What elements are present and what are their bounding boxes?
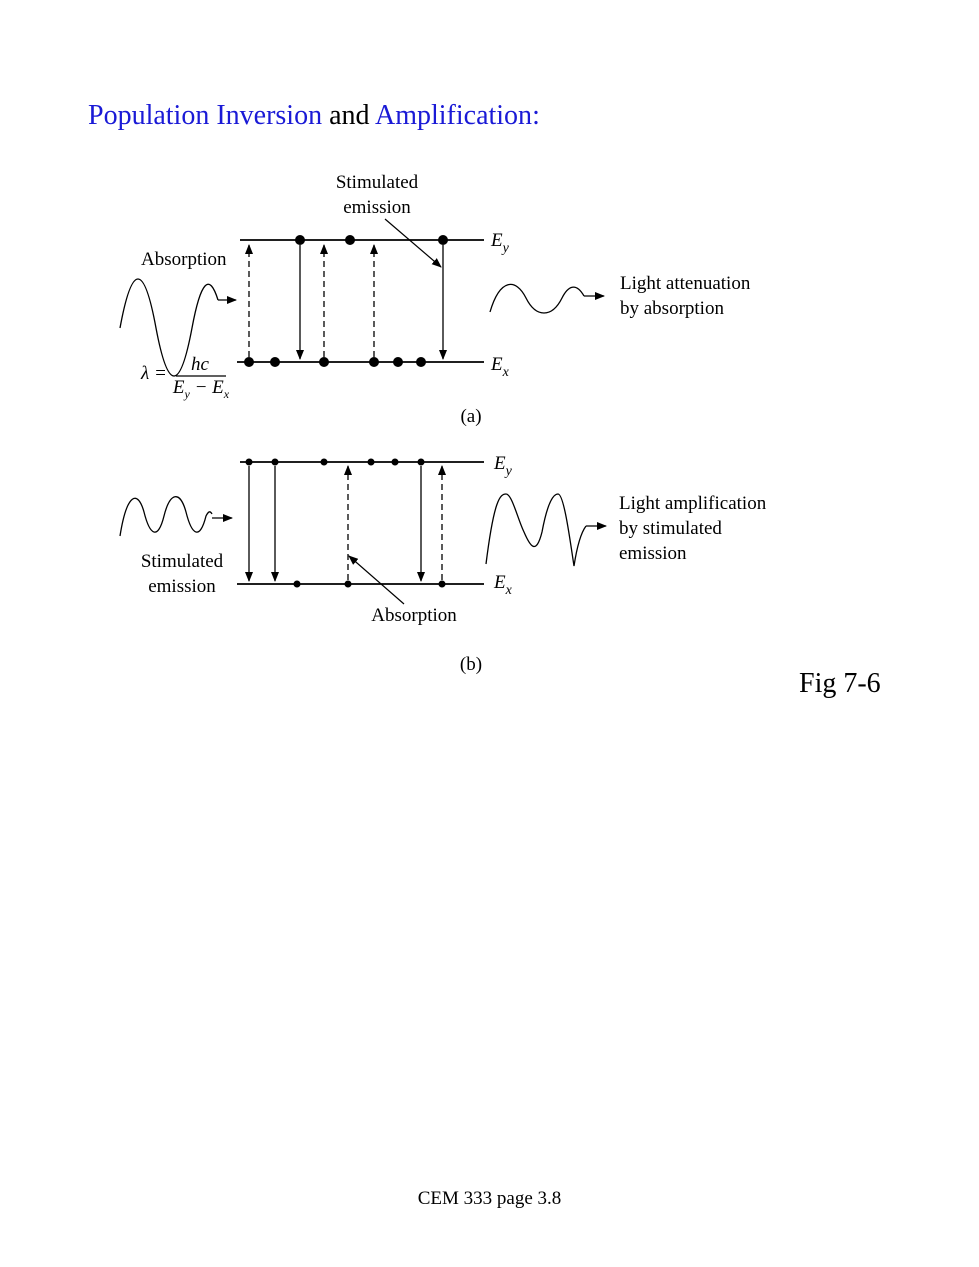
b-upper-level-label: Ey	[493, 453, 513, 479]
a-caption: (a)	[460, 406, 481, 427]
page-footer: CEM 333 page 3.8	[417, 1188, 562, 1209]
a-lower-electron	[270, 357, 280, 367]
energy-level-diagram: Stimulated emission Ey Ex Absorption λ =	[119, 172, 767, 675]
b-stimulated-label-line1: Stimulated	[141, 551, 224, 572]
b-lower-electron	[438, 580, 446, 588]
b-stimulated-label-line2: emission	[148, 576, 216, 597]
page-title: Population Inversion and Amplification:	[88, 100, 540, 132]
b-absorption-label: Absorption	[371, 605, 457, 626]
b-lower-level-label: Ex	[493, 572, 513, 598]
title-colon: :	[532, 100, 540, 131]
title-amplification: Amplification	[374, 100, 533, 131]
b-result-line3: emission	[619, 543, 687, 564]
a-formula-numerator: hc	[191, 354, 210, 375]
a-result-line2: by absorption	[620, 298, 724, 319]
a-upper-electron	[438, 235, 448, 245]
a-upper-level-label: Ey	[490, 230, 510, 256]
b-upper-electron	[245, 458, 253, 466]
a-upper-electron	[345, 235, 355, 245]
b-result-line1: Light amplification	[619, 493, 767, 514]
a-lower-electron	[319, 357, 329, 367]
a-lower-electron	[416, 357, 426, 367]
b-incoming-wave	[119, 496, 213, 537]
a-lower-electron	[393, 357, 403, 367]
a-lower-level-label: Ex	[490, 354, 510, 380]
a-stimulated-label-line2: emission	[343, 197, 411, 218]
a-formula-denominator: Ey − Ex	[172, 377, 230, 401]
b-upper-electron	[391, 458, 399, 466]
a-stimulated-pointer-arrow	[384, 218, 442, 268]
figure-label: Fig 7-6	[799, 668, 881, 699]
a-lower-electron	[244, 357, 254, 367]
b-result-line2: by stimulated	[619, 518, 722, 539]
a-outgoing-attenuated-wave	[489, 283, 585, 314]
b-upper-electron	[367, 458, 375, 466]
b-lower-electron	[293, 580, 301, 588]
b-upper-electron	[271, 458, 279, 466]
b-lower-electron	[344, 580, 352, 588]
diagram-a: Stimulated emission Ey Ex Absorption λ =	[119, 172, 751, 427]
b-outgoing-amplified-wave	[485, 493, 587, 567]
b-absorption-pointer-arrow	[348, 555, 405, 605]
b-upper-electron	[417, 458, 425, 466]
a-lower-electron	[369, 357, 379, 367]
diagram-b: Ey Ex Stimulated emission Absorption L	[119, 453, 767, 675]
b-upper-electron	[320, 458, 328, 466]
title-and: and	[322, 100, 375, 131]
a-upper-electron	[295, 235, 305, 245]
title-population-inversion: Population Inversion	[88, 100, 323, 131]
a-absorption-label: Absorption	[141, 249, 227, 270]
a-stimulated-label-line1: Stimulated	[336, 172, 419, 193]
a-formula-lambda: λ =	[140, 363, 167, 384]
a-result-line1: Light attenuation	[620, 273, 751, 294]
b-caption: (b)	[460, 654, 482, 675]
a-incoming-wave	[119, 278, 219, 377]
